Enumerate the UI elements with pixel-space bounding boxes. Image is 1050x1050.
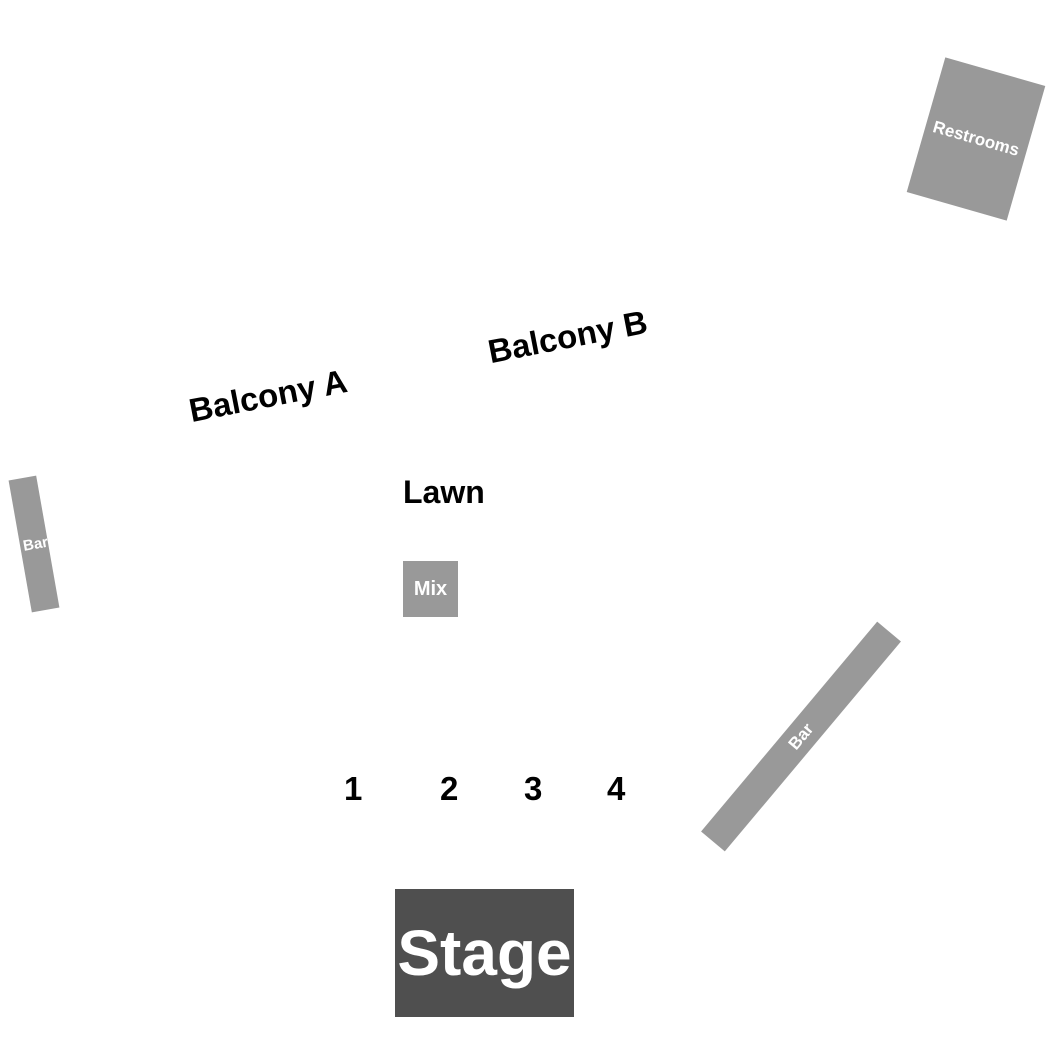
bar-right-label: Bar <box>784 719 818 754</box>
section-2[interactable]: 2 <box>440 770 459 807</box>
section-balcony-a[interactable]: Balcony A <box>185 362 351 429</box>
section-lawn[interactable]: Lawn <box>403 474 485 510</box>
restrooms-area[interactable]: Restrooms <box>906 57 1046 221</box>
restrooms-label: Restrooms <box>930 117 1022 160</box>
bar-left-area[interactable]: Bar <box>8 475 60 613</box>
section-1[interactable]: 1 <box>344 770 363 807</box>
section-balcony-b[interactable]: Balcony B <box>484 302 651 371</box>
stage[interactable]: Stage <box>395 889 574 1017</box>
section-4[interactable]: 4 <box>607 770 626 807</box>
bar-left-label: Bar <box>21 533 50 555</box>
mix-label: Mix <box>413 577 448 600</box>
section-3[interactable]: 3 <box>524 770 543 807</box>
stage-label: Stage <box>397 917 572 989</box>
mix-booth[interactable]: Mix <box>403 561 458 617</box>
bar-right-area[interactable]: Bar <box>701 621 901 852</box>
